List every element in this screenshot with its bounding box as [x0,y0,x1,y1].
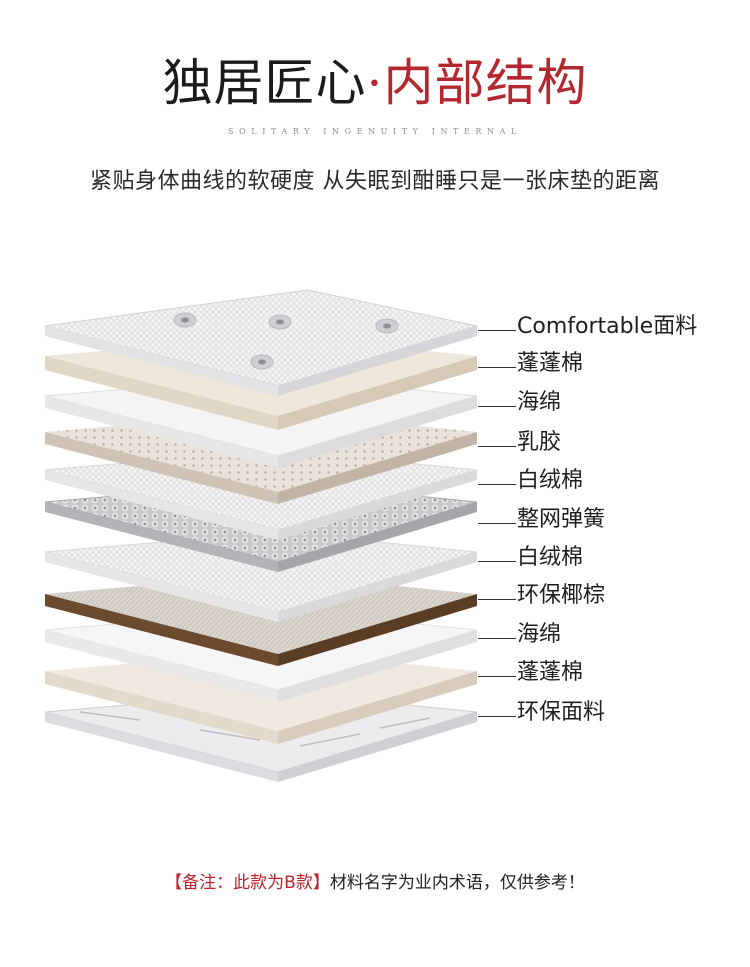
layer-label-eco-fabric: 环保面料 [478,694,605,726]
layer-label-text: 环保椰棕 [517,583,606,608]
leader-line [478,560,516,562]
footnote: 【备注：此款为B款】材料名字为业内术语，仅供参考！ [0,868,750,893]
footnote-text: 材料名字为业内术语，仅供参考！ [329,873,585,893]
layer-quilted-fabric [44,289,478,396]
footnote-prefix: 【备注：此款为B款】 [165,873,330,893]
layer-label-text: 白绒棉 [517,545,584,570]
leader-line [478,715,516,717]
layer-label-text: Comfortable面料 [517,314,698,339]
title-dot: · [366,54,384,112]
layer-label-coconut-fiber: 环保椰棕 [478,577,605,609]
leader-line [478,522,516,524]
layer-label-sponge: 海绵 [478,384,561,416]
leader-line [478,637,516,639]
english-subtitle: SOLITARY INGENUITY INTERNAL [228,127,522,136]
layer-label-spring-mesh: 整网弹簧 [478,501,605,533]
layer-label-comfortable-fabric: Comfortable面料 [478,308,697,340]
layer-label-text: 环保面料 [517,700,606,725]
leader-line [478,675,516,677]
layer-label-cream-padding: 蓬蓬棉 [478,345,583,377]
layer-label-text: 蓬蓬棉 [517,660,584,685]
leader-line [478,366,516,368]
layer-label-latex: 乳胶 [478,424,561,456]
leader-line [478,598,516,600]
leader-line [478,329,516,331]
layer-label-text: 海绵 [517,390,562,415]
leader-line [478,445,516,447]
layer-white-wool-lower [44,531,478,622]
page-title: 独居匠心·内部结构 [0,48,750,118]
layer-label-cream-padding-2: 蓬蓬棉 [478,654,583,686]
layer-label-text: 海绵 [517,622,562,647]
layer-label-text: 乳胶 [517,430,562,455]
layer-label-text: 白绒棉 [517,468,584,493]
layer-label-white-wool: 白绒棉 [478,462,583,494]
leader-line [478,483,516,485]
leader-line [478,405,516,407]
title-red-part: 内部结构 [383,54,588,112]
layer-label-sponge-2: 海绵 [478,616,561,648]
title-dark-part: 独居匠心 [162,54,367,112]
layer-label-white-wool-2: 白绒棉 [478,539,583,571]
layer-label-text: 整网弹簧 [517,507,606,532]
layer-label-text: 蓬蓬棉 [517,351,584,376]
tagline: 紧贴身体曲线的软硬度 从失眠到酣睡只是一张床垫的距离 [90,169,660,194]
